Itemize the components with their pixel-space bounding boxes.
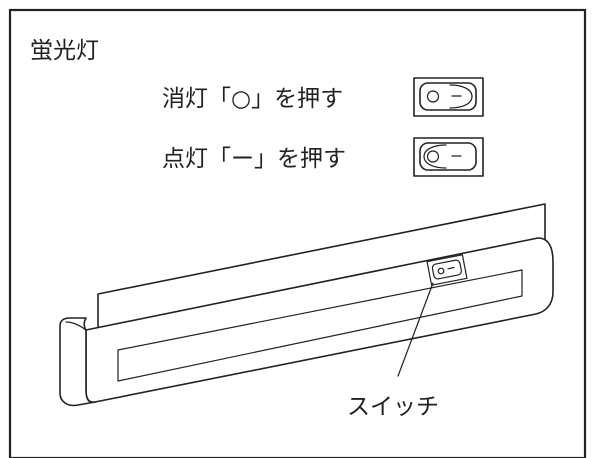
instruction-off-label: 消灯「○」を押す	[162, 86, 343, 112]
page-title: 蛍光灯	[30, 38, 99, 64]
switch-callout-line	[397, 282, 434, 377]
switch-off-icon	[413, 77, 484, 117]
fluorescent-lamp-fixture	[59, 203, 554, 407]
lamp-inner-channel	[117, 269, 523, 382]
switch-callout-label: スイッチ	[347, 394, 439, 420]
lamp-switch-icon	[426, 254, 468, 286]
instruction-on-label: 点灯「ー」を押す	[162, 146, 346, 172]
lamp-left-end-cap	[59, 317, 96, 407]
diagram-frame	[8, 8, 587, 458]
switch-on-icon	[413, 137, 484, 177]
